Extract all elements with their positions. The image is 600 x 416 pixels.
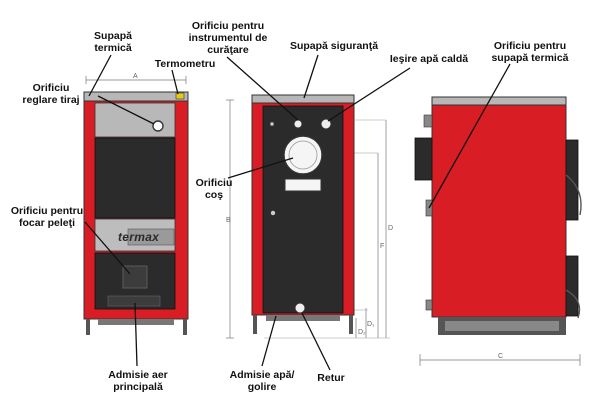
label-orificiu-focar-peleti: Orificiu pentru focar peleţi (10, 205, 84, 229)
brand-logo-text: termax (118, 230, 160, 244)
label-orificiu-cos: Orificiu coş (195, 177, 233, 201)
dim-f: F (380, 243, 384, 250)
label-orificiu-reglare-tiraj: Orificiu reglare tiraj (22, 82, 80, 106)
label-supapa-termica: Supapă termică (94, 30, 132, 54)
dim-d: D (388, 225, 393, 232)
label-orificiu-instrumentul: Orificiu pentru instrumentul de curăţare (188, 20, 268, 56)
hot-water-outlet (320, 118, 332, 130)
draft-control-knob (152, 120, 164, 132)
label-termometru: Termometru (154, 58, 216, 70)
label-iesire-apa-calda: Ieşire apă caldă (389, 53, 469, 65)
dim-a: A (133, 73, 138, 80)
pellet-port-cover (122, 265, 148, 289)
chimney-pipe (414, 137, 433, 181)
label-supapa-siguranta: Supapă siguranţă (289, 40, 379, 52)
return-port (294, 302, 306, 314)
label-admisie-apa-golire: Admisie apă/ golire (229, 369, 295, 393)
label-orificiu-supapa-termica: Orificiu pentru supapă termică (491, 40, 569, 64)
dim-d1: D₁ (367, 321, 375, 328)
label-admisie-aer: Admisie aer principală (108, 369, 168, 393)
dim-b: B (226, 217, 231, 224)
dim-d2: D₂ (358, 329, 366, 336)
front-view (83, 76, 189, 335)
thermometer (175, 92, 185, 100)
dimension-letters: A B C D F D₁ D₂ (133, 73, 503, 360)
upper-panel (94, 102, 176, 138)
label-retur: Retur (317, 372, 345, 384)
leader-lines (84, 54, 511, 371)
side-body (431, 104, 567, 318)
side-view (414, 96, 582, 366)
cleaning-port (293, 119, 303, 129)
brand-logo: termax (118, 230, 159, 244)
dim-c: C (498, 353, 503, 360)
chimney-port (283, 135, 323, 175)
back-view (226, 94, 390, 339)
back-panel (262, 105, 344, 314)
upper-door (94, 137, 176, 219)
